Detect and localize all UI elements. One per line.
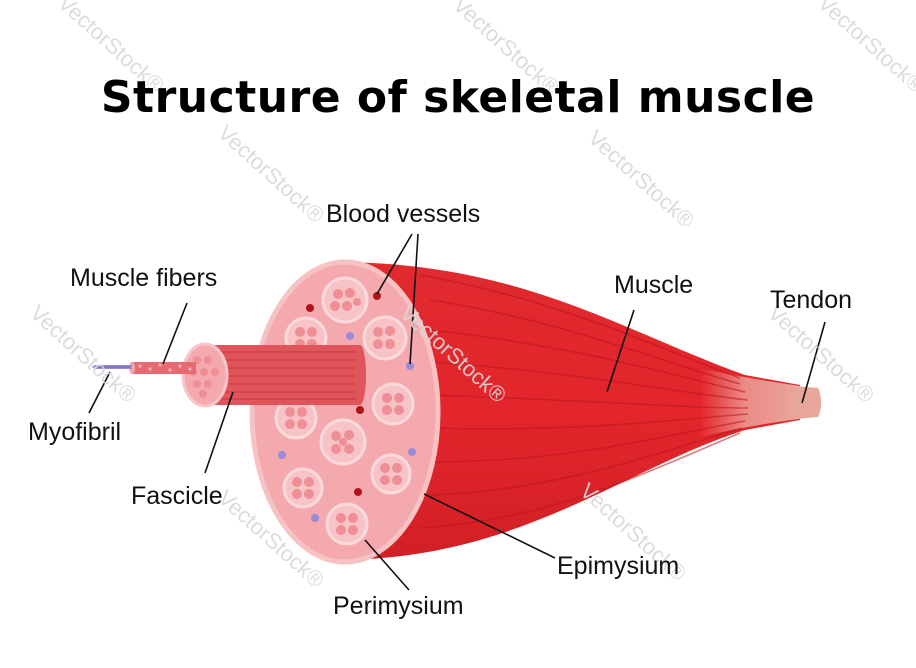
muscle-fiber	[132, 362, 196, 374]
diagram-title: Structure of skeletal muscle	[100, 72, 816, 123]
fascicle-circle	[319, 418, 367, 466]
fascicle-circle	[282, 467, 324, 509]
fascicle-circle	[325, 502, 369, 546]
label-blood-vessels: Blood vessels	[326, 200, 481, 228]
tendon	[795, 386, 821, 419]
leader-lines	[88, 233, 826, 591]
epimysium-rim	[249, 259, 441, 565]
fascicle-circle	[370, 453, 412, 495]
fascicle-circle	[362, 315, 408, 361]
label-muscle-fibers: Muscle fibers	[70, 264, 218, 292]
fascicle-cylinder	[205, 345, 360, 405]
fascicle-circle	[321, 276, 369, 324]
tendon-transition	[700, 368, 800, 437]
label-myofibril: Myofibril	[28, 418, 122, 446]
label-perimysium: Perimysium	[333, 592, 464, 620]
label-epimysium: Epimysium	[557, 552, 680, 580]
label-fascicle: Fascicle	[131, 482, 223, 510]
muscle-body	[335, 262, 800, 560]
label-tendon: Tendon	[770, 286, 853, 314]
fascicle-circle	[371, 382, 415, 426]
label-muscle: Muscle	[614, 271, 694, 299]
blood-vessel-dots	[278, 292, 416, 522]
muscle-striations	[419, 274, 749, 529]
